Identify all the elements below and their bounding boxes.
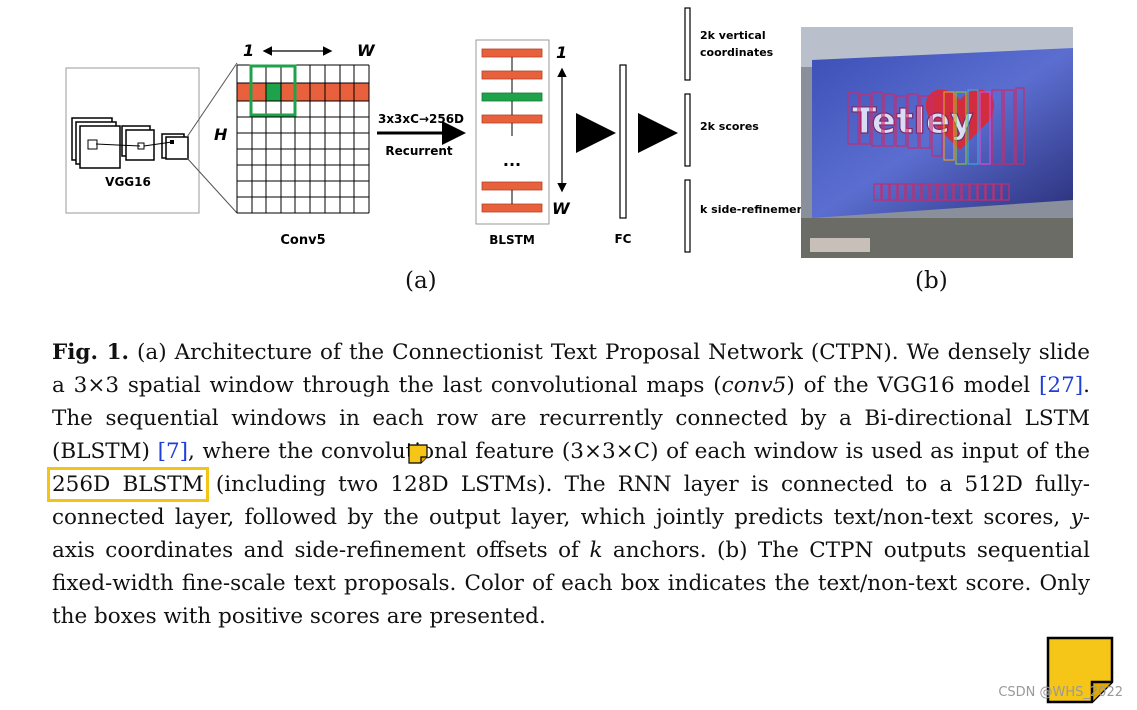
op-label-top: 3x3xC→256D (378, 112, 464, 126)
fc-label: FC (614, 232, 631, 246)
conv5-grid: 1 W H Conv5 (214, 41, 376, 248)
conv5-label: Conv5 (280, 233, 325, 248)
citation-link-27[interactable]: [27] (1039, 373, 1084, 398)
subfigure-label-a: (a) (405, 268, 437, 294)
caption-text-1: (a) Architecture of the Connectionist Te… (52, 340, 1090, 398)
blstm-label: BLSTM (489, 233, 535, 247)
width-symbol-1: 1 (243, 41, 254, 60)
blstm-ellipsis: ... (503, 151, 521, 170)
blstm-block: ... 1 W BLSTM (475, 39, 571, 247)
recurrent-op: 3x3xC→256D Recurrent (377, 112, 466, 158)
height-symbol: H (214, 125, 228, 144)
fc-layer: FC (614, 64, 632, 246)
caption-label: Fig. 1. (52, 340, 130, 365)
out-scores-label: 2k scores (700, 120, 759, 133)
ctpn-architecture-figure: VGG16 1 (65, 7, 1073, 258)
caption-text-6: -axis coordinates and side-refinement of… (52, 505, 1090, 563)
caption-text-7: anchors. (b) The CTPN outputs sequential… (52, 538, 1091, 629)
op-label-bottom: Recurrent (385, 144, 453, 158)
vgg16-block: VGG16 (65, 67, 200, 214)
watermark: CSDN @WHS_2022 (998, 685, 1123, 700)
width-symbol-w: W (357, 41, 376, 60)
blstm-top-symbol: 1 (556, 43, 567, 62)
out-vertical-line2: coordinates (700, 46, 774, 59)
caption-text-4: , where the convolutional feature (3×3×C… (188, 439, 1090, 464)
highlighted-text[interactable]: 256D BLSTM (47, 467, 209, 502)
blstm-bottom-symbol: W (552, 199, 571, 218)
caption-y: y (1070, 505, 1083, 530)
out-vertical-line1: 2k vertical (700, 29, 766, 42)
ctpn-output-photo: Tetley (801, 27, 1073, 258)
output-layer: 2k vertical coordinates 2k scores k side… (684, 7, 810, 253)
caption-text-5: (including two 128D LSTMs). The RNN laye… (52, 472, 1090, 530)
caption-k: k (589, 538, 603, 563)
citation-link-7[interactable]: [7] (157, 439, 189, 464)
subfigure-label-b: (b) (915, 268, 948, 294)
out-refine-label: k side-refinement (700, 203, 810, 216)
caption-conv5: conv5 (721, 373, 787, 398)
vgg16-label: VGG16 (105, 175, 151, 189)
sticky-note-icon[interactable] (1046, 636, 1114, 704)
sticky-note-icon-small[interactable] (408, 444, 428, 464)
caption-text-3: . The sequential windows in each row are… (52, 373, 1090, 464)
caption-text-2: ) of the VGG16 model (786, 373, 1040, 398)
figure-caption: Fig. 1. (a) Architecture of the Connecti… (47, 336, 1091, 633)
